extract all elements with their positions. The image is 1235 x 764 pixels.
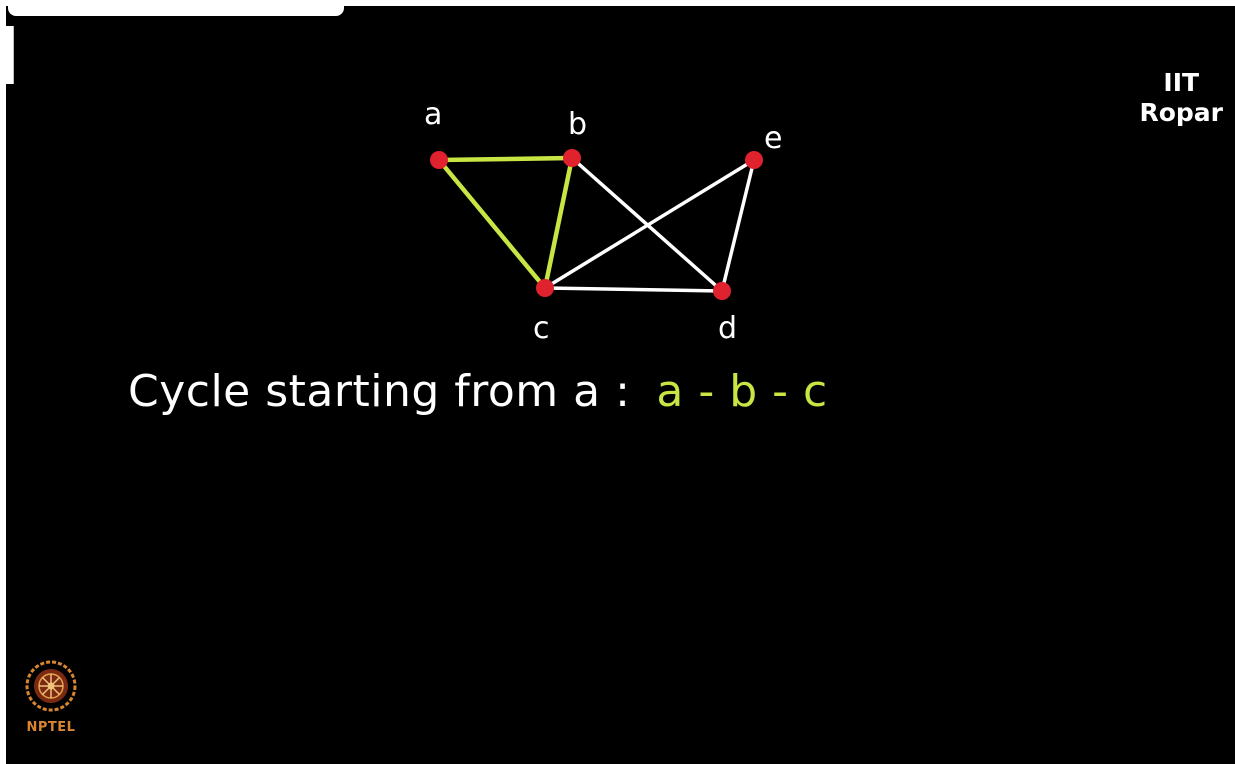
nptel-logo-icon: [25, 660, 77, 712]
node-label-e: e: [764, 121, 782, 156]
node-b: [563, 149, 581, 167]
edge-c-d: [543, 286, 724, 293]
cycle-path: a - b - c: [656, 366, 828, 417]
edge-e-d: [720, 158, 756, 293]
brand-line-1: IIT: [1163, 68, 1200, 97]
edge-a-c: [436, 157, 548, 291]
nptel-logo: NPTEL: [20, 656, 82, 735]
node-d: [713, 282, 731, 300]
cycle-caption: Cycle starting from a : a - b - c: [128, 366, 828, 417]
graph-diagram: a b c d e: [424, 97, 782, 346]
node-label-b: b: [568, 107, 587, 142]
node-label-c: c: [533, 311, 550, 346]
node-label-d: d: [718, 311, 737, 346]
nodes-layer: [430, 149, 763, 300]
lecture-slide: IIT Ropar a b c d e Cycle starting from a : a…: [6, 6, 1235, 764]
brand-line-2: Ropar: [1139, 98, 1223, 127]
edges-layer: [436, 155, 756, 293]
nptel-label: NPTEL: [26, 720, 76, 735]
labels-layer: a b c d e: [424, 97, 782, 346]
top-bracket-decoration: [6, 6, 346, 18]
institute-brand: IIT Ropar: [1139, 68, 1223, 128]
edge-c-e: [543, 158, 756, 290]
node-label-a: a: [424, 97, 442, 132]
left-edge-decoration: [6, 26, 14, 84]
edge-b-c: [542, 155, 575, 291]
edge-a-b: [436, 155, 575, 163]
caption-prefix: Cycle starting from a :: [128, 366, 631, 417]
node-e: [745, 151, 763, 169]
node-c: [536, 279, 554, 297]
node-a: [430, 151, 448, 169]
